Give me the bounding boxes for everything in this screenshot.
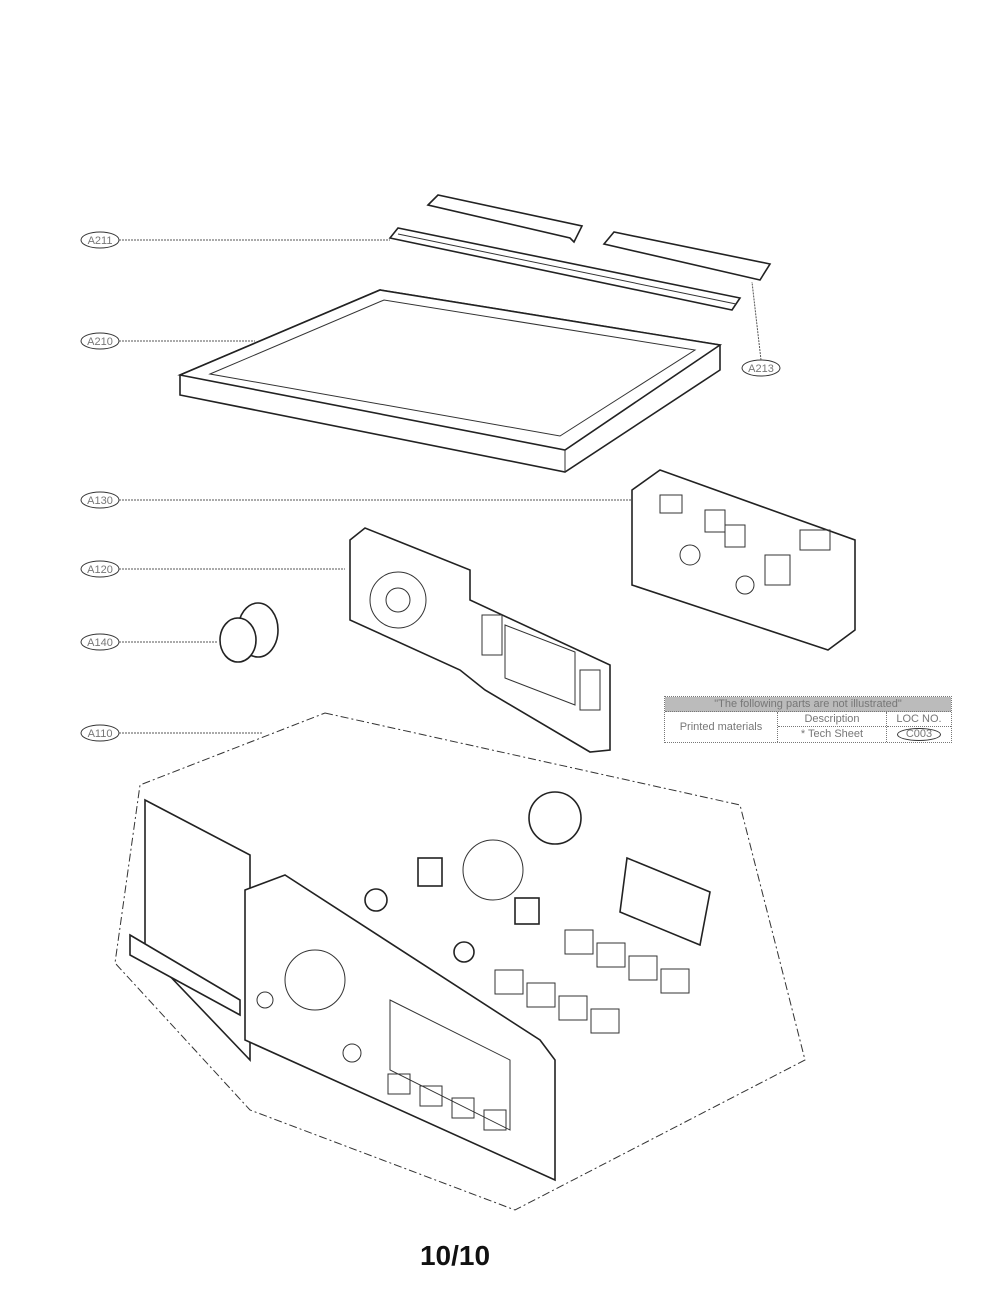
callout-a210: A210 (80, 332, 255, 350)
description-value: * Tech Sheet (800, 728, 864, 740)
callout-a211: A211 (80, 231, 390, 249)
svg-text:A110: A110 (88, 728, 113, 740)
category-cell: Printed materials (665, 712, 778, 742)
glass-lid (177, 289, 723, 473)
page-number: 10/10 (419, 1240, 491, 1271)
callout-a213: A213 (741, 281, 781, 377)
svg-text:A130: A130 (87, 495, 113, 507)
loc-value: C003 (896, 728, 942, 741)
callout-a130: A130 (80, 491, 632, 509)
display-pcb (349, 527, 611, 753)
main-pcb (631, 469, 856, 651)
description-header: Description (778, 712, 886, 727)
svg-text:A213: A213 (748, 363, 774, 375)
callout-a140: A140 (80, 633, 218, 651)
knob (219, 602, 279, 663)
table-header: "The following parts are not illustrated… (665, 697, 951, 712)
loc-header: LOC NO. (887, 712, 951, 727)
svg-text:A140: A140 (87, 637, 113, 649)
svg-text:A210: A210 (87, 336, 113, 348)
svg-text:A120: A120 (87, 564, 113, 576)
top-brackets (388, 194, 772, 311)
svg-text:A211: A211 (88, 235, 113, 247)
not-illustrated-parts-table: "The following parts are not illustrated… (664, 696, 952, 743)
control-panel (114, 712, 806, 1211)
callout-a110: A110 (80, 724, 262, 742)
callout-a120: A120 (80, 560, 345, 578)
